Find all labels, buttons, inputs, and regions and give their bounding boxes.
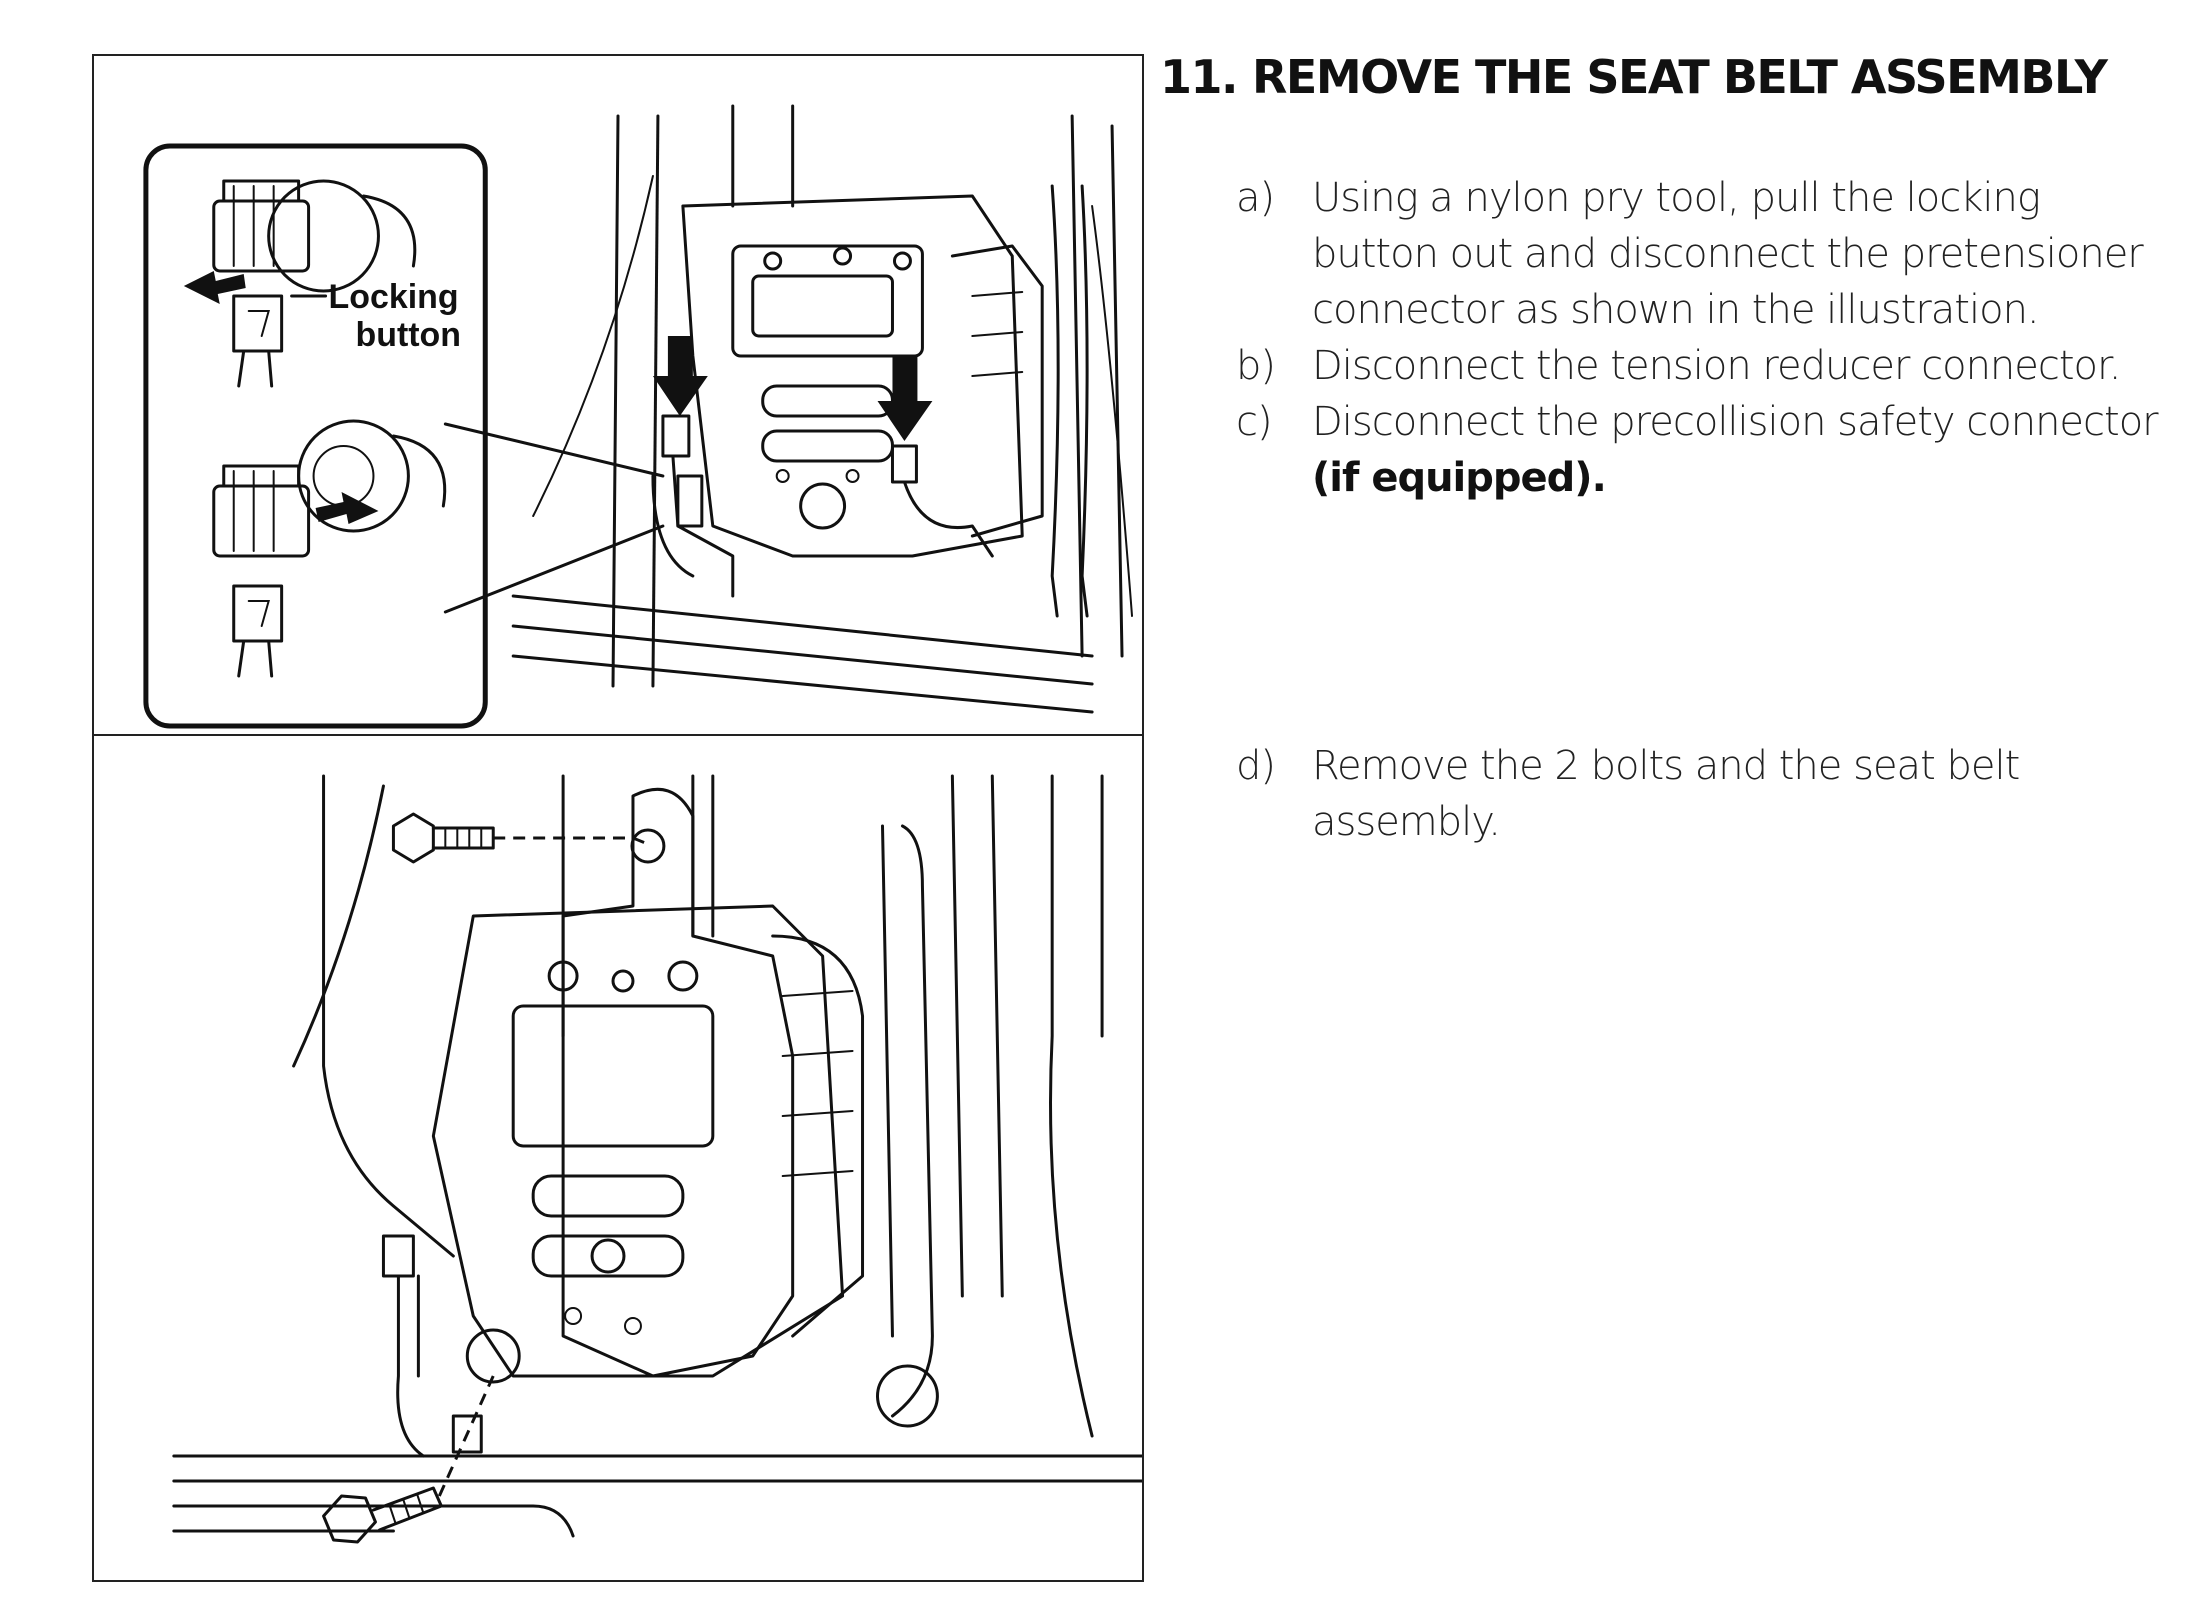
bolt-removal-illustration <box>94 736 1142 1582</box>
connector-drawing: Locking button <box>143 104 1134 729</box>
substep-marker: c) <box>1236 399 1273 445</box>
instructions-panel: 11. REMOVE THE SEAT BELT ASSEMBLY a) Usi… <box>1160 50 2180 845</box>
substep-text: Disconnect the tension reducer connector… <box>1312 343 2122 389</box>
substep-list-connectors: a) Using a nylon pry tool, pull the lock… <box>1236 170 2176 506</box>
substep-list-bolts: d) Remove the 2 bolts and the seat belt … <box>1236 738 2176 850</box>
step-title: REMOVE THE SEAT BELT ASSEMBLY <box>1252 50 2108 104</box>
locking-button-label-line2: button <box>356 316 461 354</box>
substep-marker: b) <box>1236 343 1276 389</box>
connector-illustration: Locking button <box>94 56 1142 734</box>
substep-text-wrapper: Disconnect the precollision safety conne… <box>1312 394 2176 506</box>
figure-divider <box>94 734 1142 736</box>
illustration-frame: Locking button <box>92 54 1144 1582</box>
substep-text: Using a nylon pry tool, pull the locking… <box>1312 175 2144 333</box>
substep-text: Remove the 2 bolts and the seat belt ass… <box>1312 743 2020 845</box>
step-heading: 11. REMOVE THE SEAT BELT ASSEMBLY <box>1160 50 2180 104</box>
substep-marker: a) <box>1236 175 1275 221</box>
bolt-removal-drawing <box>172 774 1142 1544</box>
substep-text: Disconnect the precollision safety conne… <box>1312 399 2159 445</box>
substep-marker: d) <box>1236 743 1276 789</box>
substep-emphasis: (if equipped). <box>1312 455 1607 501</box>
locking-button-label-line1: Locking <box>329 278 459 316</box>
substep-b: b) Disconnect the tension reducer connec… <box>1236 338 2176 394</box>
substep-c: c) Disconnect the precollision safety co… <box>1236 394 2176 506</box>
substep-d: d) Remove the 2 bolts and the seat belt … <box>1236 738 2176 850</box>
step-number: 11. <box>1160 50 1239 104</box>
substep-a: a) Using a nylon pry tool, pull the lock… <box>1236 170 2176 338</box>
